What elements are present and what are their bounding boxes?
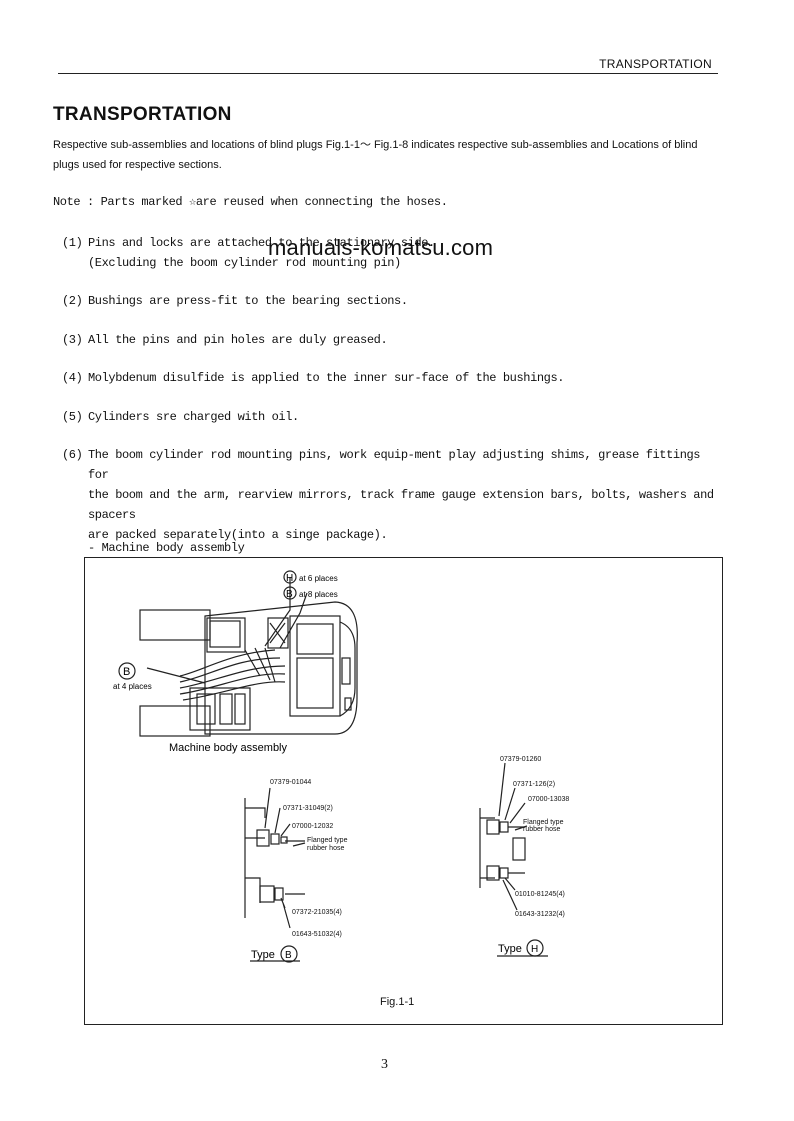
type-b-letter: B (285, 950, 292, 961)
list-item-line: All the pins and pin holes are duly grea… (88, 333, 388, 347)
type-h-circle (526, 939, 544, 957)
engine-compartment (206, 617, 246, 653)
figure-drawing: H at 6 places B at 8 places B at 4 place… (113, 570, 569, 963)
note-line: Note : Parts marked ☆are reused when con… (53, 195, 448, 209)
callout-b-left-circle (118, 662, 136, 680)
cab-outline (289, 615, 341, 717)
callout-b-top-text: at 8 places (299, 590, 338, 599)
type-h-part-4: Flanged type (523, 819, 564, 826)
header-section-title: TRANSPORTATION (599, 57, 712, 71)
type-b-fitting-lower (259, 885, 275, 903)
type-h-fitting-lower (486, 865, 500, 881)
type-h-label: Type (498, 943, 522, 955)
list-item-line: Molybdenum disulfide is applied to the i… (88, 371, 565, 385)
list-item-line: Pins and locks are attached to the stati… (88, 236, 435, 250)
type-h-part-7: 01643-31232(4) (515, 911, 565, 918)
watermark: manuals-komatsu.com (268, 235, 494, 260)
callout-b-left-letter: B (123, 666, 130, 678)
type-b-label: Type (251, 949, 275, 961)
type-b-part-1: 07379-01044 (270, 779, 311, 786)
machine-body-outline (204, 601, 358, 735)
list-item-number: (5) (62, 410, 83, 424)
type-h-part-1: 07379-01260 (500, 756, 541, 763)
section-label: - Machine body assembly (88, 541, 245, 555)
type-h-part-5: rubber hose (523, 826, 560, 833)
type-b-part-7: 01643-51032(4) (292, 931, 342, 938)
type-b-part-3: 07000-12032 (292, 823, 333, 830)
header-rule (58, 73, 718, 74)
list-item-line: are packed separately(into a singe packa… (88, 528, 388, 542)
list-item-number: (4) (62, 371, 83, 385)
type-b-part-6: 07372-21035(4) (292, 909, 342, 916)
track-frame-upper (139, 609, 211, 641)
track-frame-lower (139, 705, 211, 737)
callout-h-letter: H (286, 573, 293, 584)
type-b-part-4: Flanged type (307, 837, 348, 844)
callout-b-left-text: at 4 places (113, 682, 152, 691)
list-item-line: Cylinders sre charged with oil. (88, 410, 299, 424)
list-item-line: (Excluding the boom cylinder rod mountin… (88, 256, 401, 270)
type-b-part-5: rubber hose (307, 845, 344, 852)
type-b-part-2: 07371-31049(2) (283, 805, 333, 812)
intro-paragraph: Respective sub-assemblies and locations … (53, 139, 698, 171)
type-h-part-3: 07000-13038 (528, 796, 569, 803)
list-item-number: (6) (62, 448, 83, 462)
hose-bundle (179, 649, 286, 701)
list-item-line: The boom cylinder rod mounting pins, wor… (88, 448, 701, 482)
type-h-part-2: 07371-126(2) (513, 781, 555, 788)
assembly-caption: Machine body assembly (169, 742, 288, 754)
list-item-number: (2) (62, 294, 83, 308)
callout-b-top-letter: B (286, 589, 293, 600)
list-item: (3) All the pins and pin holes are duly g… (62, 330, 722, 350)
callout-b-top-circle (283, 586, 297, 600)
page-title: TRANSPORTATION (53, 104, 232, 125)
list-item: (2) Bushings are press-fit to the bearing… (62, 291, 722, 311)
type-b-circle (280, 945, 298, 963)
list-item: (1) Pins and locks are attached to the st… (62, 233, 722, 273)
type-b-fitting-upper (256, 829, 270, 847)
type-h-letter: H (531, 944, 538, 955)
list-item-number: (1) (62, 236, 83, 250)
figure-box: H at 6 places B at 8 places B at 4 place… (84, 557, 723, 1025)
figure-caption: Fig.1-1 (380, 996, 415, 1008)
type-h-fitting-upper (486, 819, 500, 835)
page-number: 3 (381, 1057, 388, 1072)
list-item-line: the boom and the arm, rearview mirrors, … (88, 488, 714, 522)
callout-h-text: at 6 places (299, 574, 338, 583)
list-item: (6) The boom cylinder rod mounting pins, … (62, 445, 722, 545)
list-item-line: Bushings are press-fit to the bearing se… (88, 294, 408, 308)
callout-h-circle (283, 570, 297, 584)
list-item: (4) Molybdenum disulfide is applied to th… (62, 368, 722, 388)
list-item: (5) Cylinders sre charged with oil. (62, 407, 722, 427)
type-h-part-6: 01010-81245(4) (515, 891, 565, 898)
list-item-number: (3) (62, 333, 83, 347)
